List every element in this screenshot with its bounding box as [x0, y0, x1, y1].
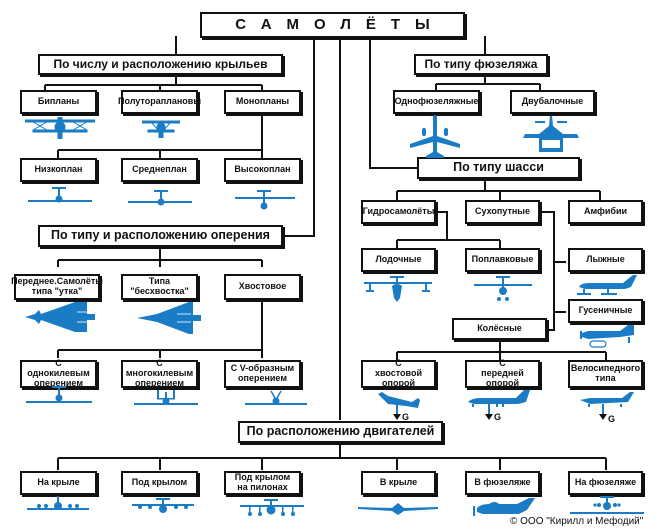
tail-wheel-icon: G — [378, 392, 420, 420]
engine-on-fuselage-icon — [570, 496, 644, 514]
mid-wing-icon — [128, 190, 192, 206]
node-single-fin: С однокилевым оперением — [20, 358, 97, 388]
category-wings: По числу и расположению крыльев — [38, 54, 283, 75]
node-tailless: Типа "бесхвостка" — [121, 274, 198, 300]
node-float-plane: Поплавковые — [465, 248, 540, 272]
single-fin-icon — [26, 386, 92, 403]
node-engine-pylons: Под крылом на пилонах — [224, 471, 301, 495]
engine-pylon-icon — [240, 499, 304, 516]
node-engine-in-wing: В крыле — [361, 471, 436, 495]
engine-under-wing-icon — [132, 498, 194, 513]
category-engines: По расположению двигателей — [238, 421, 443, 443]
category-fuselage: По типу фюзеляжа — [414, 54, 548, 75]
engine-in-fuselage-icon — [473, 498, 535, 516]
node-single-fuselage: Однофюзеляжные — [393, 90, 480, 114]
sesquiplane-icon — [142, 120, 180, 138]
category-landing-gear: По типу шасси — [417, 157, 580, 179]
node-canard: Переднее.Самолёты типа "утка" — [11, 274, 103, 300]
node-bicycle-gear: Велосипедного типа — [568, 360, 643, 388]
force-label: G — [494, 412, 501, 420]
node-amphibians: Амфибии — [568, 200, 643, 224]
node-multi-fin: С многокилевым оперением — [121, 358, 198, 388]
node-engine-in-fuselage: В фюзеляже — [465, 471, 540, 495]
tailless-icon — [137, 302, 201, 334]
node-monoplanes: Монопланы — [224, 90, 301, 114]
biplane-icon — [25, 117, 95, 139]
category-tail: По типу и расположению оперения — [38, 225, 283, 247]
engine-on-wing-icon — [27, 496, 89, 510]
force-label: G — [402, 412, 409, 420]
high-wing-icon — [235, 190, 295, 210]
copyright: © ООО "Кирилл и Мефодий" — [510, 516, 644, 527]
engine-in-wing-icon — [358, 503, 438, 515]
nose-wheel-icon: G — [468, 390, 530, 420]
ski-plane-icon — [577, 275, 637, 295]
node-biplanes: Бипланы — [20, 90, 97, 114]
tracked-plane-icon — [580, 325, 634, 348]
node-tail-wheel: С хвостовой опорой — [361, 358, 436, 388]
force-label: G — [608, 414, 615, 422]
node-twin-boom: Двубалочные — [510, 90, 595, 114]
node-seaplanes: Гидросамолёты — [361, 200, 436, 224]
node-low-wing: Низкоплан — [20, 158, 97, 182]
node-wheeled: Колёсные — [452, 318, 547, 340]
multi-fin-icon — [134, 390, 198, 405]
twin-boom-icon — [523, 116, 579, 152]
node-engine-on-wing: На крыле — [20, 471, 97, 495]
node-conventional-tail: Хвостовое — [224, 274, 301, 300]
node-engine-on-fuselage: На фюзеляже — [568, 471, 643, 495]
node-land: Сухопутные — [465, 200, 540, 224]
node-high-wing: Высокоплан — [224, 158, 301, 182]
canard-icon — [25, 302, 95, 332]
node-ski: Лыжные — [568, 248, 643, 272]
node-sesquiplanes: Полутораплановы — [118, 90, 201, 114]
bicycle-gear-icon: G — [580, 392, 634, 422]
float-plane-icon — [474, 276, 532, 301]
node-mid-wing: Среднеплан — [121, 158, 198, 182]
v-tail-icon — [245, 390, 307, 405]
root-title: САМОЛЁТЫ — [200, 12, 465, 38]
node-v-tail: С V-образным оперением — [224, 360, 301, 388]
node-tracked: Гусеничные — [568, 299, 643, 323]
node-flying-boat: Лодочные — [361, 248, 436, 272]
node-engine-under-wing: Под крылом — [121, 471, 198, 495]
flying-boat-icon — [364, 276, 432, 302]
node-nose-wheel: С передней опорой — [465, 358, 540, 388]
low-wing-icon — [28, 187, 92, 203]
single-fuselage-icon — [410, 115, 460, 158]
